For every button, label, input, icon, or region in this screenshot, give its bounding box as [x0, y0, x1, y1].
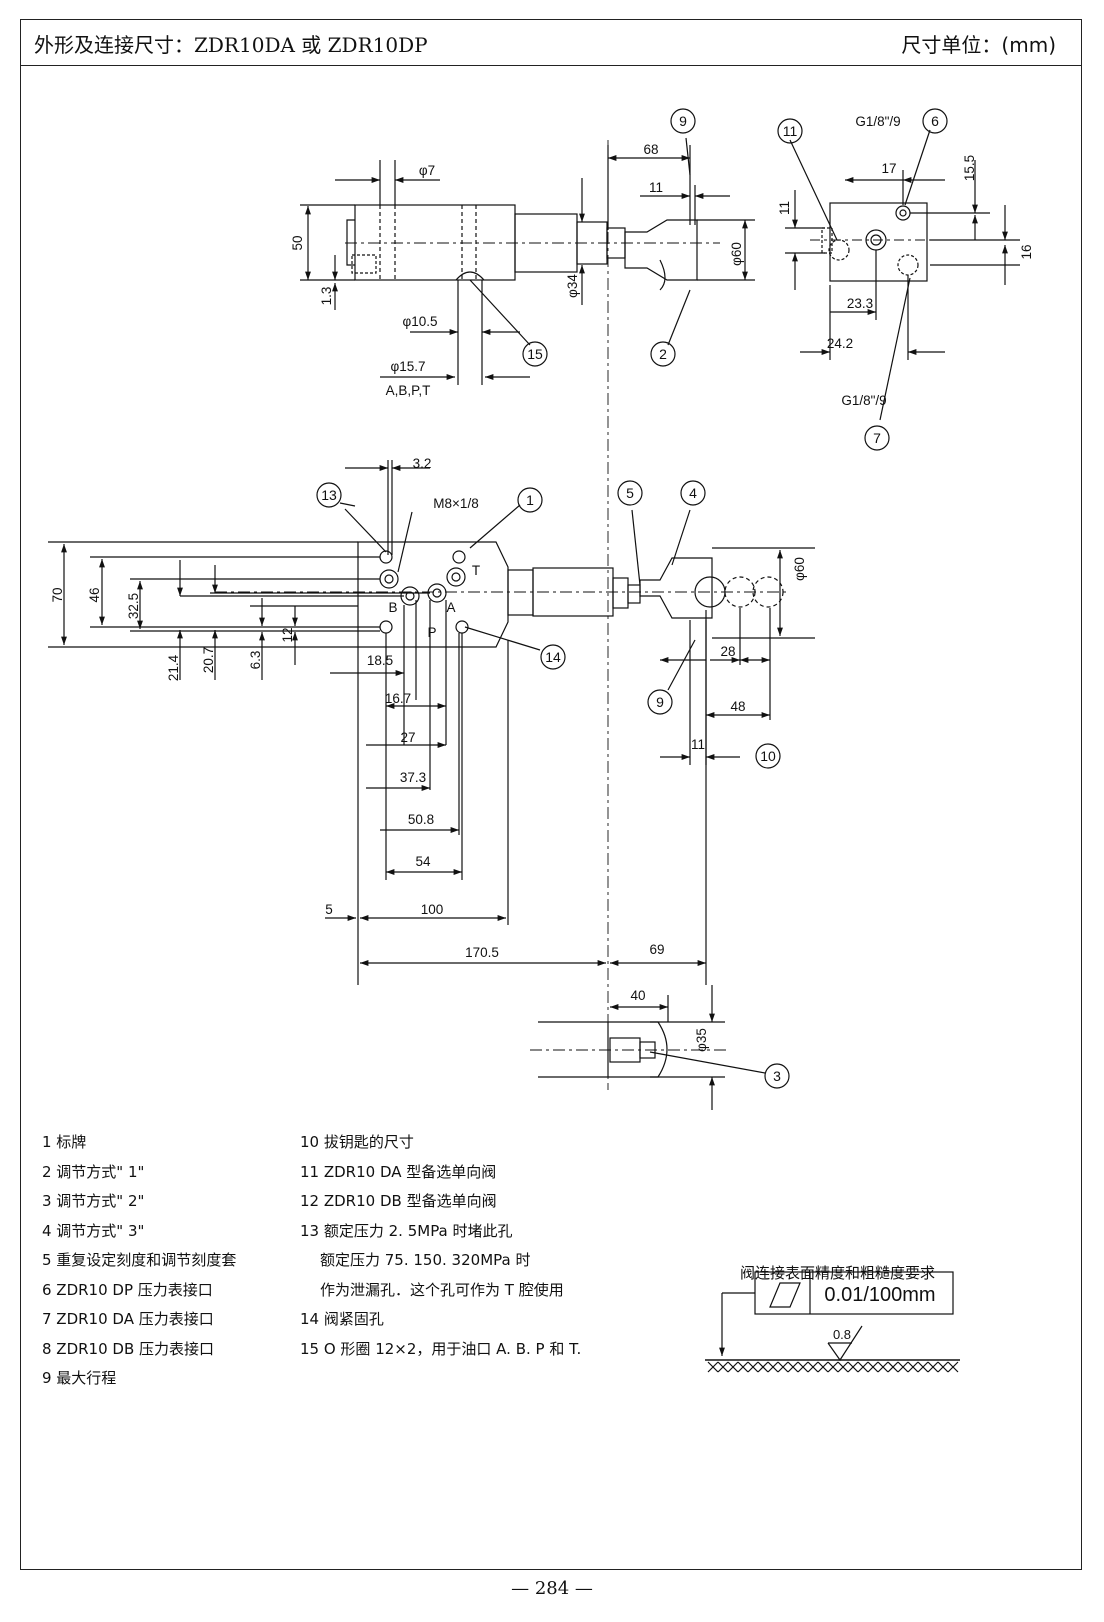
legend-item: 15 O 形圈 12×2，用于油口 A. B. P 和 T. [300, 1339, 582, 1358]
dim-54: 54 [415, 854, 431, 869]
dim-27: 27 [400, 730, 415, 745]
header-bar: 外形及连接尺寸：ZDR10DA 或 ZDR10DP 尺寸单位：(mm) [20, 19, 1082, 66]
callout-13: 13 [321, 487, 337, 503]
callout-14: 14 [545, 649, 561, 665]
callout-10: 10 [760, 748, 776, 764]
port-b: B [388, 600, 397, 615]
dim-g18-top: G1/8"/9 [855, 114, 900, 129]
callout-2: 2 [659, 346, 667, 362]
legend-item: 9 最大行程 [42, 1369, 117, 1387]
callout-9-top: 9 [679, 113, 687, 129]
dim-6-3: 6.3 [248, 651, 263, 670]
dim-ports: A,B,P,T [386, 383, 431, 398]
legend-item: 11 ZDR10 DA 型备选单向阀 [300, 1162, 497, 1181]
unit-label: 尺寸单位：(mm) [901, 33, 1056, 57]
legend-item: 14 阀紧固孔 [300, 1310, 384, 1328]
callout-7: 7 [873, 430, 881, 446]
dim-100: 100 [421, 902, 444, 917]
dim-48: 48 [730, 699, 745, 714]
dim-46: 46 [87, 587, 102, 602]
dim-11-side: 11 [777, 201, 792, 215]
dim-5: 5 [325, 902, 333, 917]
page-title: 外形及连接尺寸：ZDR10DA 或 ZDR10DP [34, 33, 428, 57]
legend-item: 1 标牌 [42, 1133, 87, 1151]
legend-item: 8 ZDR10 DB 压力表接口 [42, 1339, 215, 1358]
dim-11-main: 11 [691, 737, 705, 752]
dim-16-7: 16.7 [385, 691, 411, 706]
surface-spec-title: 阀连接表面精度和粗糙度要求 [740, 1264, 936, 1282]
port-t: T [472, 563, 480, 578]
dim-24-2: 24.2 [827, 336, 853, 351]
legend-item: 12 ZDR10 DB 型备选单向阀 [300, 1192, 497, 1210]
dim-37-3: 37.3 [400, 770, 426, 785]
dim-32-5: 32.5 [126, 593, 141, 619]
dim-17: 17 [881, 161, 896, 176]
dim-phi60-top: φ60 [729, 242, 744, 266]
legend-item: 2 调节方式" 1" [42, 1162, 145, 1181]
page-number: — 284 — [511, 1578, 593, 1599]
dim-g18-bottom: G1/8"/9 [841, 393, 886, 408]
bottom-view [530, 1021, 730, 1078]
page-frame [20, 19, 1082, 1570]
main-view [215, 541, 790, 648]
dim-1-3: 1.3 [319, 287, 334, 306]
dim-70: 70 [50, 587, 65, 602]
legend-item: 3 调节方式" 2" [42, 1192, 145, 1210]
surface-spec [705, 1271, 960, 1373]
dim-phi15-7: φ15.7 [390, 359, 425, 374]
dim-m8: M8×1/8 [433, 496, 478, 511]
callout-1: 1 [526, 492, 534, 508]
legend-item: 10 拔钥匙的尺寸 [300, 1133, 414, 1151]
dim-50: 50 [290, 235, 305, 250]
callout-5: 5 [626, 485, 634, 501]
dim-11-top: 11 [649, 180, 663, 195]
port-a: A [446, 600, 455, 615]
dim-170-5: 170.5 [465, 945, 499, 960]
dim-69: 69 [649, 942, 664, 957]
legend-item: 作为泄漏孔．这个孔可作为 T 腔使用 [320, 1280, 564, 1299]
dim-23-3: 23.3 [847, 296, 873, 311]
legend-item: 6 ZDR10 DP 压力表接口 [42, 1280, 213, 1299]
dim-68: 68 [643, 142, 658, 157]
port-p: P [427, 625, 436, 640]
side-view [810, 202, 945, 282]
legend-item: 5 重复设定刻度和调节刻度套 [42, 1251, 237, 1269]
dim-phi35: φ35 [694, 1028, 709, 1052]
callout-4: 4 [689, 485, 697, 501]
dim-40: 40 [630, 988, 645, 1003]
dim-18-5: 18.5 [367, 653, 393, 668]
callout-3: 3 [773, 1068, 781, 1084]
dim-16: 16 [1019, 244, 1034, 259]
legend-item: 额定压力 75. 150. 320MPa 时 [320, 1251, 531, 1269]
legend-item: 13 额定压力 2. 5MPa 时堵此孔 [300, 1221, 513, 1240]
dim-12: 12 [280, 627, 295, 642]
callout-15: 15 [527, 346, 543, 362]
top-view [345, 204, 720, 291]
dim-phi34: φ34 [565, 274, 580, 298]
legend-right: 10 拔钥匙的尺寸 11 ZDR10 DA 型备选单向阀 12 ZDR10 DB… [300, 1128, 581, 1364]
callout-6: 6 [931, 113, 939, 129]
dim-phi7: φ7 [419, 163, 435, 178]
roughness-value: 0.8 [833, 1327, 851, 1342]
dim-21-4: 21.4 [166, 654, 181, 681]
dim-phi10-5: φ10.5 [402, 314, 437, 329]
legend-left: 1 标牌 2 调节方式" 1" 3 调节方式" 2" 4 调节方式" 3" 5 … [42, 1128, 236, 1394]
dim-phi60-main: φ60 [792, 557, 807, 581]
dim-3-2: 3.2 [413, 456, 432, 471]
dim-20-7: 20.7 [201, 647, 216, 673]
flatness-value: 0.01/100mm [824, 1284, 935, 1306]
dim-50-8: 50.8 [408, 812, 434, 827]
callout-9-main: 9 [656, 694, 664, 710]
callout-11: 11 [783, 123, 798, 139]
dim-28: 28 [720, 644, 735, 659]
dim-15-5: 15.5 [962, 155, 977, 181]
legend-item: 7 ZDR10 DA 压力表接口 [42, 1310, 214, 1328]
legend-item: 4 调节方式" 3" [42, 1221, 145, 1240]
